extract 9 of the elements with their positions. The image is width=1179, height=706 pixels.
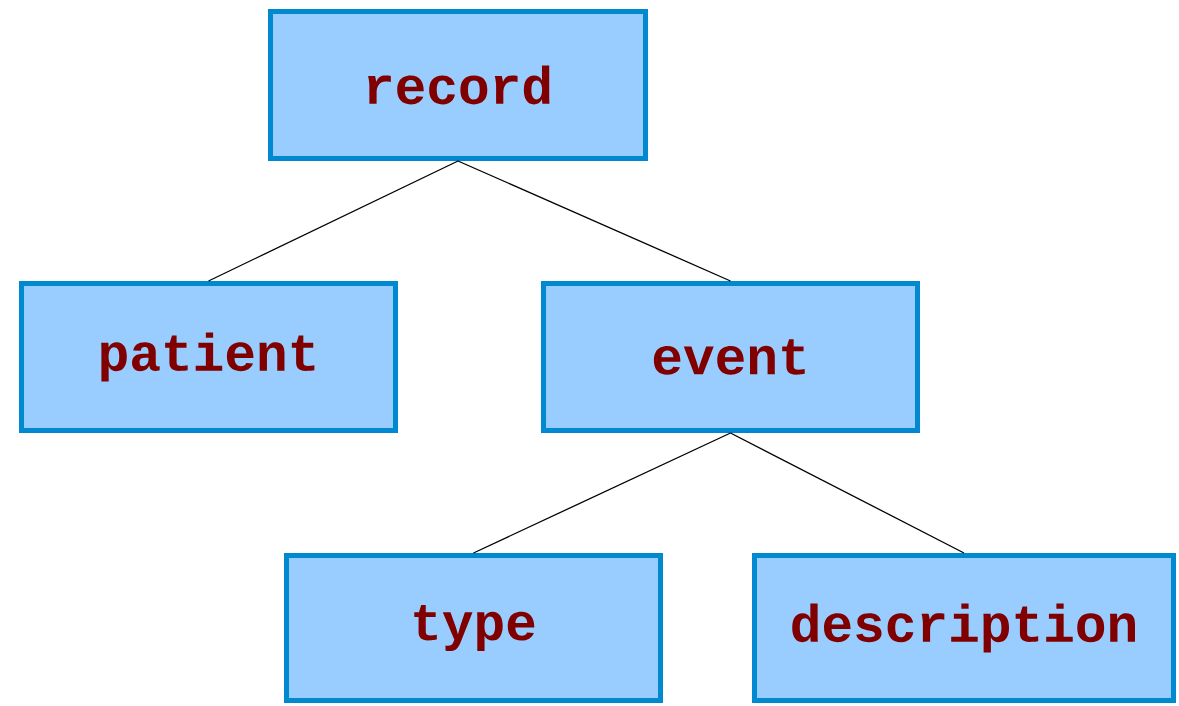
tree-box: description — [752, 553, 1176, 703]
tree-box: event — [541, 281, 920, 433]
connector-line — [472, 432, 732, 554]
connector-line — [207, 160, 459, 282]
tree-box: record — [268, 9, 648, 161]
connector-line — [457, 160, 732, 282]
connector-line — [729, 432, 965, 554]
tree-box: type — [284, 553, 663, 703]
tree-box: patient — [19, 281, 398, 433]
